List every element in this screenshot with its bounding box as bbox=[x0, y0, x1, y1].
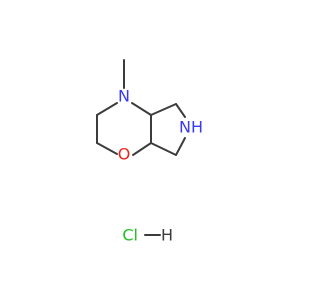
nitrogen-methyl-label: N bbox=[118, 87, 130, 106]
bond-c2-o bbox=[96, 142, 118, 155]
oxygen-ring-label: O bbox=[118, 145, 131, 164]
bond-c5-nh bbox=[175, 103, 186, 118]
bond-c4a-n bbox=[131, 102, 152, 116]
bond-nh-c7 bbox=[175, 137, 186, 156]
bond-n-c3 bbox=[96, 102, 118, 116]
nitrogen-nh-label: NH bbox=[179, 118, 203, 137]
hydrogen-label: H bbox=[161, 226, 173, 245]
bond-c7-c7a bbox=[150, 142, 177, 156]
chlorine-label: Cl bbox=[122, 226, 138, 245]
molecule-structure: N O NH Cl H bbox=[96, 59, 203, 245]
bond-c4a-c5 bbox=[150, 103, 177, 116]
bond-lines bbox=[96, 59, 186, 236]
bond-o-c7a bbox=[132, 142, 152, 156]
